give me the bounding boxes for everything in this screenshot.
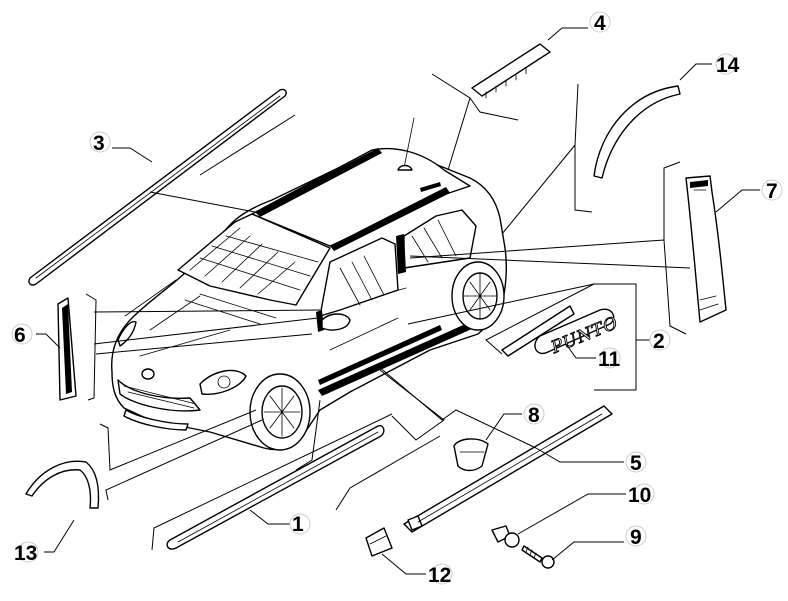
part-9-screw — [521, 545, 555, 569]
callout-number: 6 — [14, 324, 26, 347]
callout-number: 3 — [93, 132, 105, 155]
callout-number: 8 — [528, 404, 540, 427]
part-5-sill-moulding — [403, 405, 613, 533]
callout-labels: 1 2 3 4 5 6 7 8 — [11, 11, 783, 587]
callout-number: 11 — [598, 348, 621, 371]
part-1-lower-side-moulding — [166, 424, 385, 550]
callout-number: 12 — [428, 564, 451, 587]
callout-10: 10 — [628, 483, 655, 507]
callout-9: 9 — [625, 525, 647, 549]
callout-3: 3 — [89, 131, 111, 155]
callout-number: 2 — [653, 330, 665, 353]
callout-14: 14 — [715, 53, 740, 77]
part-14-rear-wheel-arch — [593, 85, 681, 179]
callout-number: 5 — [630, 452, 642, 475]
callout-7: 7 — [761, 179, 783, 203]
part-12-end-cap — [365, 527, 393, 557]
callout-13: 13 — [14, 541, 39, 565]
part-4-roof-clip — [471, 43, 551, 99]
part-13-front-wheel-arch — [25, 460, 100, 509]
part-8-clip — [453, 438, 489, 472]
callout-1: 1 — [289, 513, 311, 536]
callout-number: 4 — [594, 12, 606, 35]
callout-number: 7 — [766, 180, 778, 203]
callout-8: 8 — [523, 403, 545, 427]
callout-12: 12 — [428, 563, 453, 587]
callout-2: 2 — [649, 329, 671, 353]
callout-number: 10 — [628, 484, 651, 507]
car-body — [111, 117, 507, 451]
part-7-pillar-panel — [685, 175, 727, 323]
callout-number: 1 — [292, 513, 304, 536]
callout-6: 6 — [11, 323, 33, 347]
callout-number: 9 — [630, 526, 642, 549]
callout-5: 5 — [625, 451, 647, 475]
leader-lines — [36, 27, 760, 575]
callout-number: 13 — [14, 542, 37, 565]
callout-4: 4 — [589, 11, 611, 35]
callout-11: 11 — [598, 347, 621, 371]
callout-number: 14 — [716, 54, 740, 77]
part-3-roof-moulding — [28, 88, 287, 286]
part-10-push-rivet — [491, 525, 520, 548]
part-6-a-pillar-trim — [57, 297, 77, 401]
